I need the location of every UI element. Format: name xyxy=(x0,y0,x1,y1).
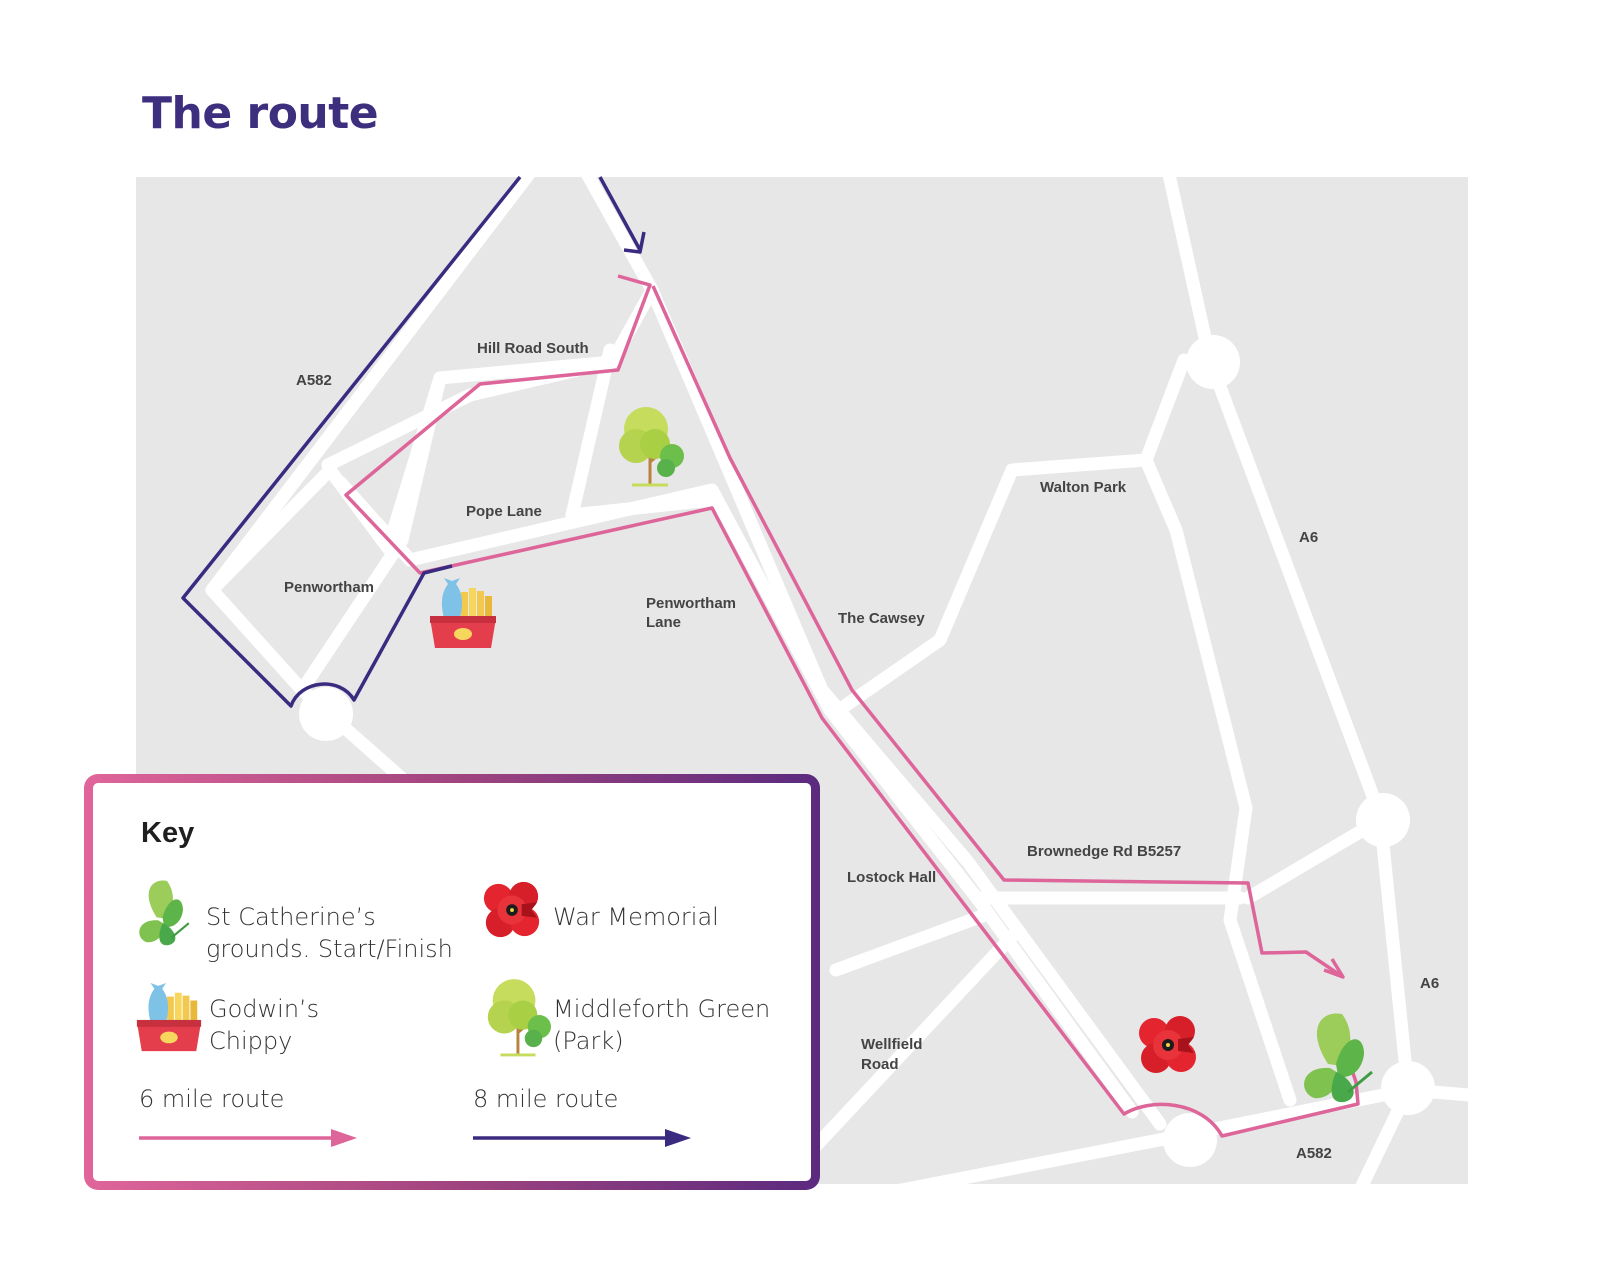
label-a582-south: A582 xyxy=(1296,1145,1332,1162)
key-park-line2: (Park) xyxy=(553,1027,624,1055)
butterfly-icon xyxy=(138,879,190,947)
tree-icon xyxy=(486,977,551,1057)
label-pope-lane: Pope Lane xyxy=(466,503,542,520)
key-start-finish-line2: grounds. Start/Finish xyxy=(206,935,453,963)
key-route-8-label: 8 mile route xyxy=(473,1085,619,1113)
key-chippy-line2: Chippy xyxy=(209,1027,293,1055)
label-brownedge-road: Brownedge Rd B5257 xyxy=(1027,843,1181,860)
label-wellfield-road-1: Wellfield xyxy=(861,1036,922,1053)
label-penwortham: Penwortham xyxy=(284,579,374,596)
label-lostock-hall: Lostock Hall xyxy=(847,869,936,886)
route-6-mile-segment xyxy=(651,285,1341,977)
key-park-line1: Middleforth Green xyxy=(553,995,771,1023)
label-hill-road-south: Hill Road South xyxy=(477,340,589,357)
label-the-cawsey: The Cawsey xyxy=(838,610,925,627)
route-8-mile-entry xyxy=(598,176,642,251)
route-8-arrow-icon xyxy=(473,1129,691,1147)
poppy-icon xyxy=(483,881,540,938)
label-a6-south: A6 xyxy=(1420,975,1439,992)
label-wellfield-road-2: Road xyxy=(861,1056,899,1073)
label-walton-park: Walton Park xyxy=(1040,479,1127,496)
key-start-finish-line1: St Catherine’s xyxy=(206,903,376,931)
road-network xyxy=(205,177,1468,1184)
route-8-mile-path xyxy=(181,175,522,708)
map-labels: Hill Road South A582 Pope Lane Penwortha… xyxy=(284,340,1439,1162)
label-a6-north: A6 xyxy=(1299,529,1318,546)
key-title: Key xyxy=(141,817,195,849)
label-penwortham-lane-2: Lane xyxy=(646,614,681,631)
chips-basket-icon xyxy=(136,982,202,1052)
poppy-icon xyxy=(1139,1016,1196,1073)
label-a582-north: A582 xyxy=(296,372,332,389)
route-6-arrow-icon xyxy=(139,1129,357,1147)
route-6-mile-path xyxy=(344,274,1360,1138)
map-key: Key St Catherine’s grounds. Start/Finish… xyxy=(84,774,820,1190)
page-title: The route xyxy=(142,88,379,139)
key-route-6-label: 6 mile route xyxy=(139,1085,285,1113)
key-war-memorial: War Memorial xyxy=(553,903,719,931)
key-chippy-line1: Godwin’s xyxy=(209,995,320,1023)
label-penwortham-lane-1: Penwortham xyxy=(646,595,736,612)
